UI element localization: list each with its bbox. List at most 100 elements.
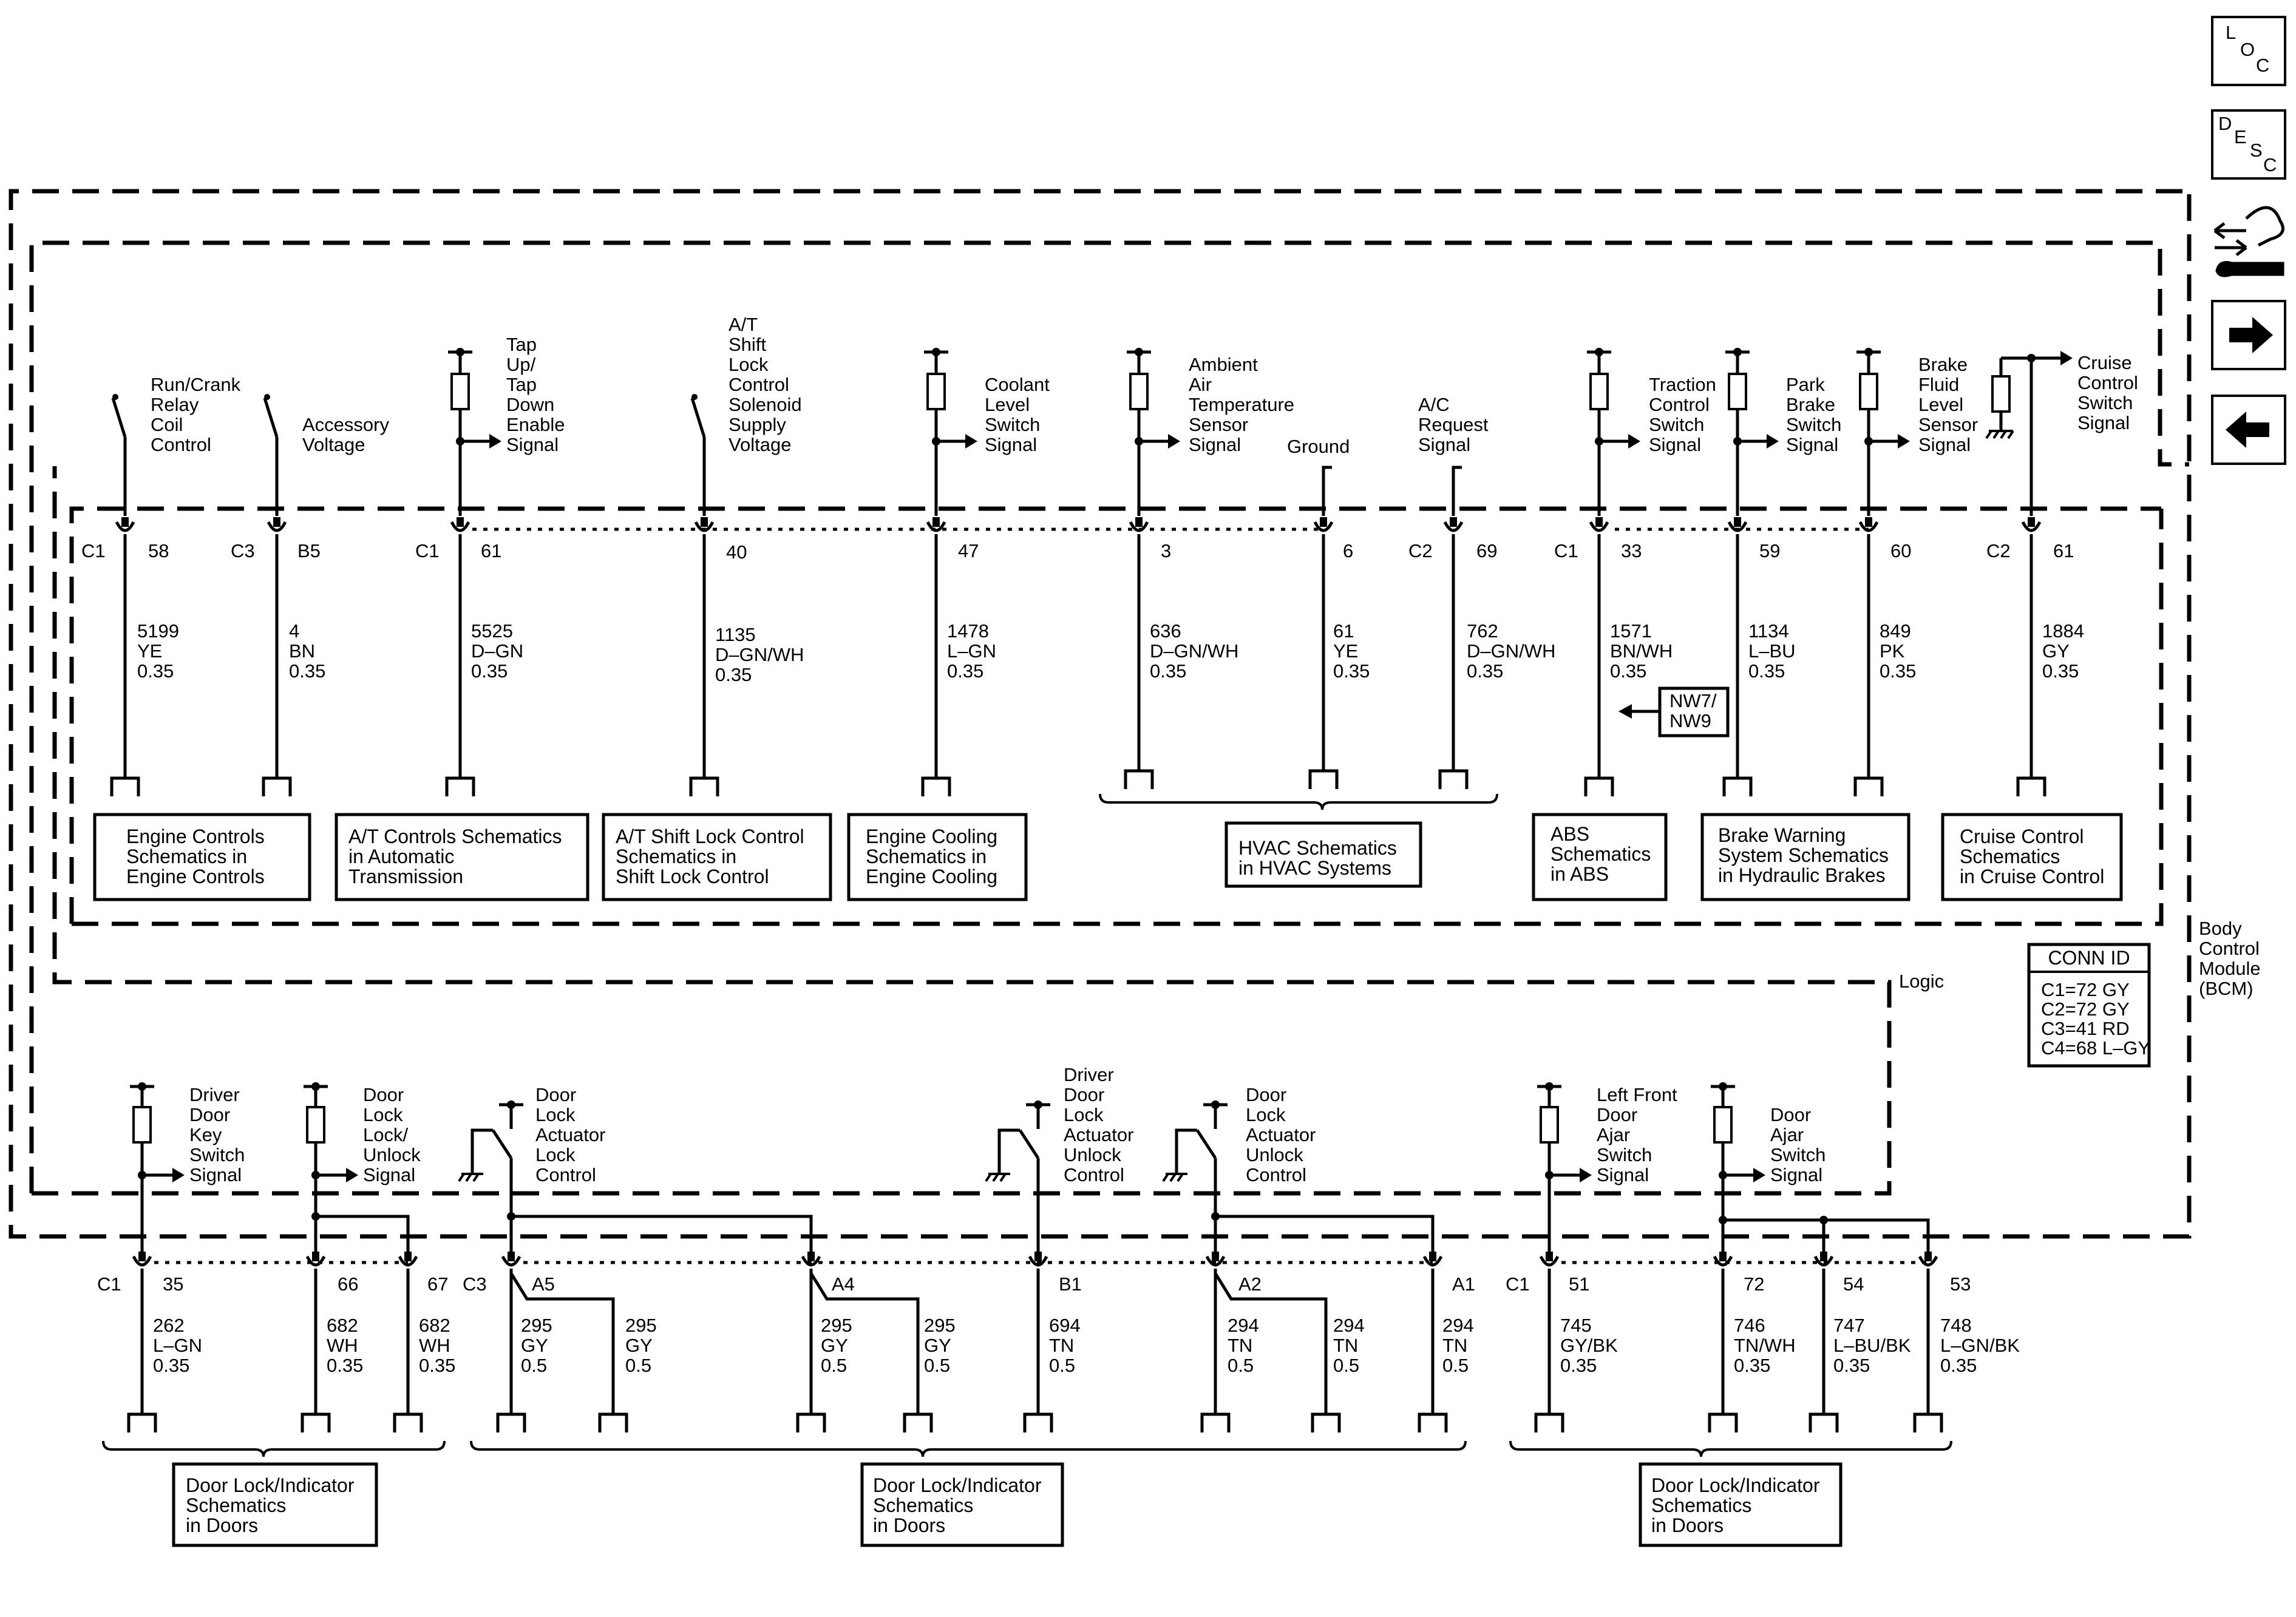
svg-text:O: O bbox=[2240, 39, 2255, 60]
wire-terminal bbox=[127, 1412, 157, 1432]
wire-terminal bbox=[2016, 776, 2046, 796]
svg-text:0.5: 0.5 bbox=[625, 1355, 651, 1376]
connector-pin-contact bbox=[1320, 517, 1327, 527]
svg-text:Schematics: Schematics bbox=[186, 1494, 286, 1516]
svg-text:HVAC Schematics: HVAC Schematics bbox=[1238, 837, 1397, 859]
wire-terminal bbox=[1534, 1412, 1564, 1432]
desc-button[interactable]: D E S C bbox=[2211, 109, 2286, 180]
signal-label: Signal bbox=[1418, 434, 1470, 455]
svg-text:Door Lock/Indicator: Door Lock/Indicator bbox=[1651, 1474, 1820, 1496]
wire-color: D–GN/WH bbox=[715, 644, 804, 665]
bcm-top-inner-border bbox=[29, 240, 2189, 1193]
conn-label: C3 bbox=[231, 540, 255, 561]
destination-abs[interactable]: ABS Schematics in ABS bbox=[1532, 813, 1668, 901]
svg-text:in Doors: in Doors bbox=[186, 1514, 258, 1536]
connector-pin-contact bbox=[508, 1252, 515, 1261]
connector-pin-symbol bbox=[501, 1255, 521, 1267]
wire-color: BN bbox=[289, 640, 315, 662]
destination-doors-3[interactable]: Door Lock/Indicator Schematics in Doors bbox=[1639, 1462, 1843, 1547]
svg-text:A/T Controls Schematics: A/T Controls Schematics bbox=[348, 825, 562, 847]
destination-doors-1[interactable]: Door Lock/Indicator Schematics in Doors bbox=[172, 1462, 378, 1547]
connector-pin-symbol bbox=[1129, 521, 1149, 532]
wire-gauge: 0.35 bbox=[471, 660, 508, 682]
conn-id-line: C3=41 RD bbox=[2041, 1018, 2130, 1039]
wire-terminal bbox=[1200, 1412, 1231, 1432]
signal-label: Switch bbox=[1770, 1144, 1826, 1165]
connector-pin-symbol bbox=[1858, 521, 1879, 532]
circuit-number: 61 bbox=[1333, 620, 1354, 642]
previous-page-button[interactable] bbox=[2211, 395, 2286, 465]
nw-reference-box[interactable]: NW7/ NW9 bbox=[1618, 686, 1730, 737]
signal-label: Door bbox=[189, 1104, 230, 1125]
signal-label: Door bbox=[535, 1084, 576, 1105]
destination-cruise-control[interactable]: Cruise Control Schematics in Cruise Cont… bbox=[1941, 813, 2123, 901]
connector-pin-symbol bbox=[1713, 1255, 1733, 1267]
signal-label: Lock bbox=[729, 354, 769, 375]
signal-label: Unlock bbox=[1246, 1144, 1303, 1165]
signal-label: Lock bbox=[1064, 1104, 1104, 1125]
connector-pin-contact bbox=[312, 1252, 319, 1261]
pin-label: 66 bbox=[338, 1273, 358, 1295]
bottom-splice-wires bbox=[509, 1272, 1328, 1414]
svg-text:TN/WH: TN/WH bbox=[1734, 1335, 1796, 1356]
svg-text:Door Lock/Indicator: Door Lock/Indicator bbox=[873, 1474, 1042, 1496]
conn-label: C1 bbox=[415, 540, 440, 561]
svg-text:746: 746 bbox=[1734, 1315, 1765, 1336]
conn-id-box: CONN ID C1=72 GY C2=72 GY C3=41 RD C4=68… bbox=[2027, 943, 2151, 1068]
destination-brake-warning[interactable]: Brake Warning System Schematics in Hydra… bbox=[1700, 813, 1911, 901]
svg-text:in HVAC Systems: in HVAC Systems bbox=[1238, 857, 1391, 879]
pin-label: A4 bbox=[832, 1273, 855, 1295]
destination-doors-2[interactable]: Door Lock/Indicator Schematics in Doors bbox=[860, 1462, 1064, 1547]
signal-label: Tap bbox=[506, 374, 537, 395]
connector-pin-contact bbox=[1034, 1252, 1042, 1261]
svg-text:WH: WH bbox=[327, 1335, 358, 1356]
svg-text:0.35: 0.35 bbox=[1940, 1355, 1977, 1376]
destination-shift-lock[interactable]: A/T Shift Lock Control Schematics in Shi… bbox=[602, 813, 832, 901]
conn-label: C3 bbox=[463, 1273, 487, 1295]
signal-label: Coolant bbox=[985, 374, 1050, 395]
svg-text:L: L bbox=[2226, 22, 2236, 43]
wire-color: L–GN bbox=[947, 640, 996, 662]
svg-text:GY: GY bbox=[521, 1335, 548, 1356]
loc-button[interactable]: L O C bbox=[2211, 16, 2286, 86]
destination-engine-cooling[interactable]: Engine Cooling Schematics in Engine Cool… bbox=[847, 813, 1028, 901]
signal-label: Park bbox=[1786, 374, 1825, 395]
connector-pin-symbol bbox=[2021, 521, 2042, 532]
pin-label: 6 bbox=[1343, 540, 1353, 561]
circuit-number: 1884 bbox=[2042, 620, 2084, 642]
svg-text:in Hydraulic Brakes: in Hydraulic Brakes bbox=[1718, 864, 1886, 886]
connector-end-view-icon[interactable] bbox=[2213, 206, 2284, 277]
svg-text:0.35: 0.35 bbox=[1560, 1355, 1597, 1376]
wire-terminal bbox=[598, 1412, 628, 1432]
svg-text:682: 682 bbox=[327, 1315, 358, 1336]
pin-label: 59 bbox=[1759, 540, 1780, 561]
wire-gauge: 0.35 bbox=[2042, 660, 2079, 682]
connector-pin-symbol bbox=[1422, 1255, 1443, 1267]
svg-text:in ABS: in ABS bbox=[1550, 863, 1609, 885]
connector-pin-contact bbox=[1212, 1252, 1219, 1261]
destination-engine-controls[interactable]: Engine Controls Schematics in Engine Con… bbox=[93, 813, 311, 901]
destination-hvac[interactable]: HVAC Schematics in HVAC Systems bbox=[1224, 821, 1422, 888]
bcm-name-line: (BCM) bbox=[2199, 978, 2254, 999]
signal-label: Unlock bbox=[1064, 1144, 1121, 1165]
signal-label: Lock bbox=[1246, 1104, 1286, 1125]
pin-label: 53 bbox=[1950, 1273, 1971, 1295]
right-arrow-icon bbox=[2229, 317, 2273, 353]
next-page-button[interactable] bbox=[2211, 300, 2286, 370]
signal-label: Ajar bbox=[1770, 1124, 1804, 1145]
svg-text:Engine Controls: Engine Controls bbox=[126, 866, 265, 887]
signal-label: Signal bbox=[1189, 434, 1241, 455]
wire-gauge: 0.35 bbox=[1880, 660, 1916, 682]
connector-pin-contact bbox=[1429, 1252, 1436, 1261]
wire-terminal bbox=[393, 1412, 423, 1432]
destination-at-controls[interactable]: A/T Controls Schematics in Automatic Tra… bbox=[335, 813, 589, 901]
connector-pin-contact bbox=[807, 1252, 815, 1261]
wire-terminal bbox=[1708, 1412, 1738, 1432]
top-harness-bottom-border bbox=[72, 509, 2164, 926]
signal-label: Lock/ bbox=[363, 1124, 408, 1145]
signal-label: Cruise bbox=[2077, 352, 2132, 373]
signal-label: Control bbox=[535, 1164, 596, 1185]
wire-terminal bbox=[689, 776, 719, 796]
connector-pin-contact bbox=[1135, 517, 1143, 527]
